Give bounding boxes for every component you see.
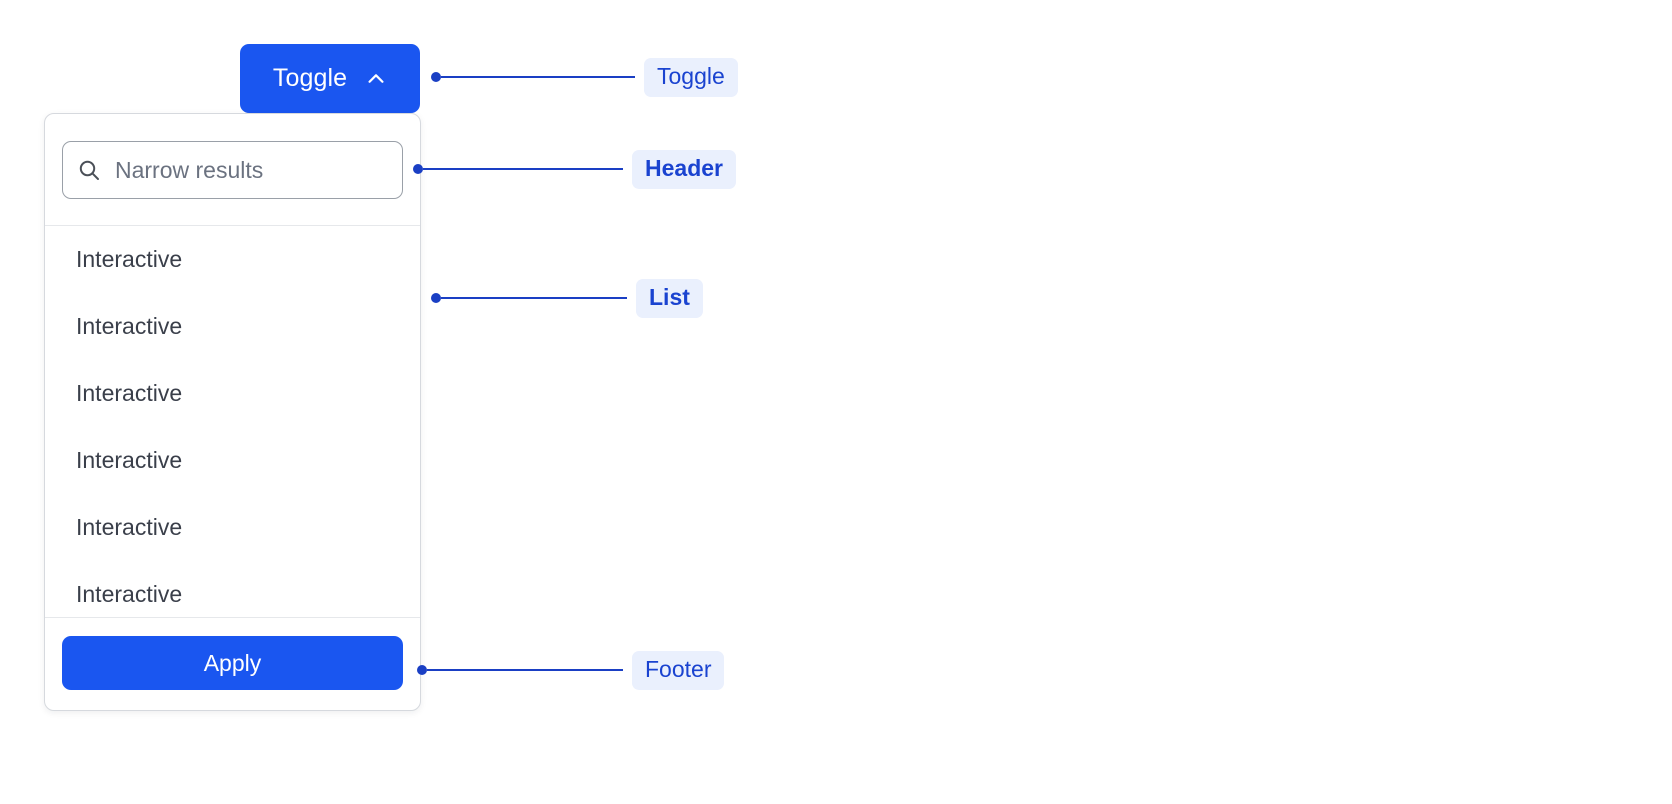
- annotation-leader-line: [441, 76, 635, 78]
- list-item[interactable]: Interactive: [45, 427, 420, 494]
- list-item-label: Interactive: [76, 514, 183, 540]
- annotation-list: List: [431, 278, 703, 318]
- dropdown-panel: Interactive Interactive Interactive Inte…: [44, 113, 421, 711]
- list-item-label: Interactive: [76, 447, 183, 473]
- chevron-up-icon: [365, 68, 387, 90]
- annotation-dot-icon: [431, 72, 441, 82]
- annotation-dot-icon: [413, 164, 423, 174]
- list-item[interactable]: Interactive: [45, 561, 420, 617]
- dropdown-list: Interactive Interactive Interactive Inte…: [45, 226, 420, 617]
- dropdown-header: [45, 114, 420, 226]
- annotation-leader-line: [423, 168, 623, 170]
- list-item-label: Interactive: [76, 380, 183, 406]
- toggle-button-label: Toggle: [272, 64, 348, 92]
- list-item[interactable]: Interactive: [45, 293, 420, 360]
- search-input[interactable]: [115, 156, 388, 184]
- list-item-label: Interactive: [76, 313, 183, 339]
- annotation-label: Footer: [632, 650, 725, 690]
- annotation-toggle: Toggle: [431, 57, 738, 97]
- annotation-label: Header: [632, 149, 736, 189]
- annotation-dot-icon: [431, 293, 441, 303]
- list-item[interactable]: Interactive: [45, 226, 420, 293]
- annotation-label: Toggle: [644, 57, 738, 97]
- toggle-button[interactable]: Toggle: [240, 44, 420, 113]
- dropdown-footer: Apply: [45, 617, 420, 710]
- annotation-header: Header: [413, 149, 736, 189]
- list-item[interactable]: Interactive: [45, 360, 420, 427]
- annotation-label: List: [636, 278, 703, 318]
- annotation-dot-icon: [417, 665, 427, 675]
- list-item-label: Interactive: [76, 581, 183, 607]
- search-icon: [77, 158, 101, 182]
- list-item[interactable]: Interactive: [45, 494, 420, 561]
- annotation-leader-line: [427, 669, 623, 671]
- annotation-footer: Footer: [417, 650, 725, 690]
- search-field[interactable]: [62, 141, 403, 199]
- annotation-leader-line: [441, 297, 627, 299]
- list-item-label: Interactive: [76, 246, 183, 272]
- apply-button[interactable]: Apply: [62, 636, 403, 690]
